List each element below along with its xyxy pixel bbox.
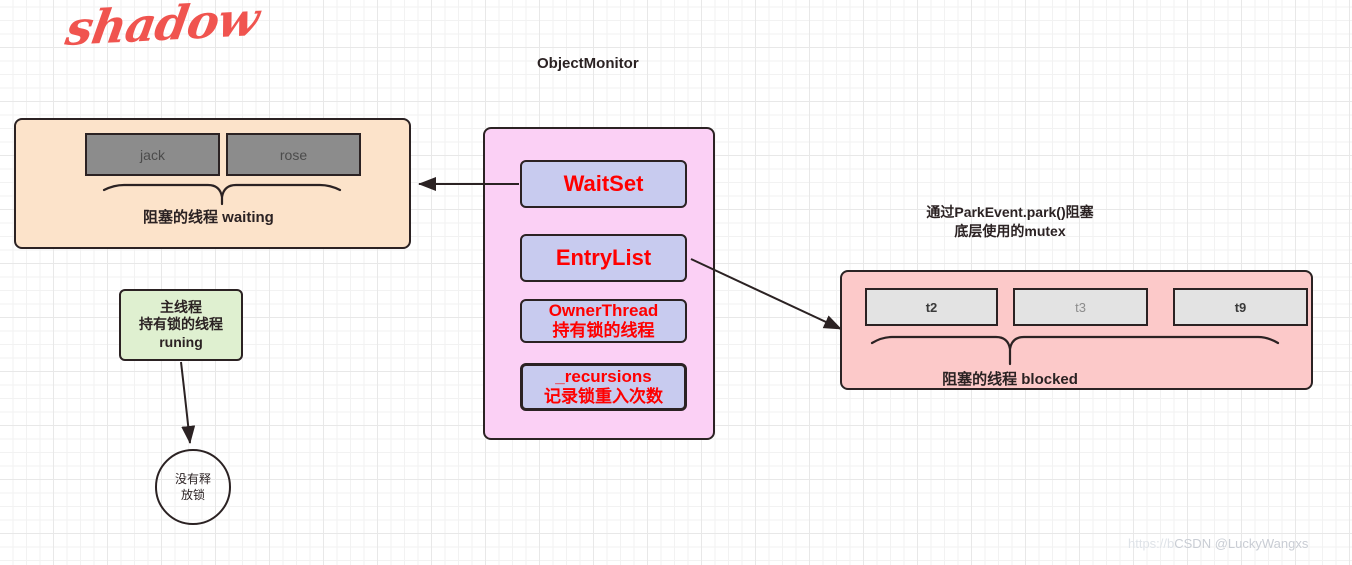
no-release-lock-circle: 没有释 放锁 bbox=[155, 449, 231, 525]
field-recursions-label: _recursions bbox=[555, 367, 652, 387]
field-owner-thread-sublabel: 持有锁的线程 bbox=[552, 321, 655, 340]
thread-chip-t2: t2 bbox=[865, 288, 998, 326]
blocked-brace-label: 阻塞的线程 blocked bbox=[942, 371, 1078, 388]
thread-chip-t9: t9 bbox=[1173, 288, 1308, 326]
field-waitset: WaitSet bbox=[520, 160, 687, 208]
field-recursions: _recursions 记录锁重入次数 bbox=[520, 363, 687, 411]
field-recursions-sublabel: 记录锁重入次数 bbox=[544, 387, 663, 406]
field-owner-thread-label: OwnerThread bbox=[548, 301, 659, 321]
watermark-url-prefix: https://b bbox=[1128, 536, 1175, 551]
park-event-note-line-2: 底层使用的mutex bbox=[954, 222, 1066, 239]
no-release-line-1: 没有释 bbox=[174, 471, 211, 486]
field-entrylist-label: EntryList bbox=[555, 245, 652, 271]
main-thread-line-3: runing bbox=[159, 333, 203, 350]
watermark-text: CSDN @LuckyWangxs bbox=[1174, 536, 1309, 551]
thread-chip-t3: t3 bbox=[1013, 288, 1148, 326]
arrow-main-thread-to-circle bbox=[180, 361, 196, 444]
csdn-watermark: https://bCSDN @LuckyWangxs bbox=[1128, 536, 1308, 551]
field-waitset-label: WaitSet bbox=[563, 171, 644, 197]
no-release-line-2: 放锁 bbox=[180, 488, 205, 502]
main-thread-line-2: 持有锁的线程 bbox=[139, 316, 223, 333]
park-event-note-line-1: 通过ParkEvent.park()阻塞 bbox=[926, 204, 1094, 220]
waiting-brace-label: 阻塞的线程 waiting bbox=[143, 209, 274, 226]
park-event-note: 通过ParkEvent.park()阻塞 底层使用的mutex bbox=[900, 203, 1120, 241]
thread-chip-rose: rose bbox=[226, 133, 361, 176]
field-entrylist: EntryList bbox=[520, 234, 687, 282]
thread-chip-jack: jack bbox=[85, 133, 220, 176]
object-monitor-title: ObjectMonitor bbox=[537, 55, 639, 72]
field-owner-thread: OwnerThread 持有锁的线程 bbox=[520, 299, 687, 343]
main-thread-box: 主线程 持有锁的线程 runing bbox=[119, 289, 243, 361]
shadow-logo: shadow bbox=[62, 0, 263, 57]
main-thread-line-1: 主线程 bbox=[160, 298, 202, 315]
